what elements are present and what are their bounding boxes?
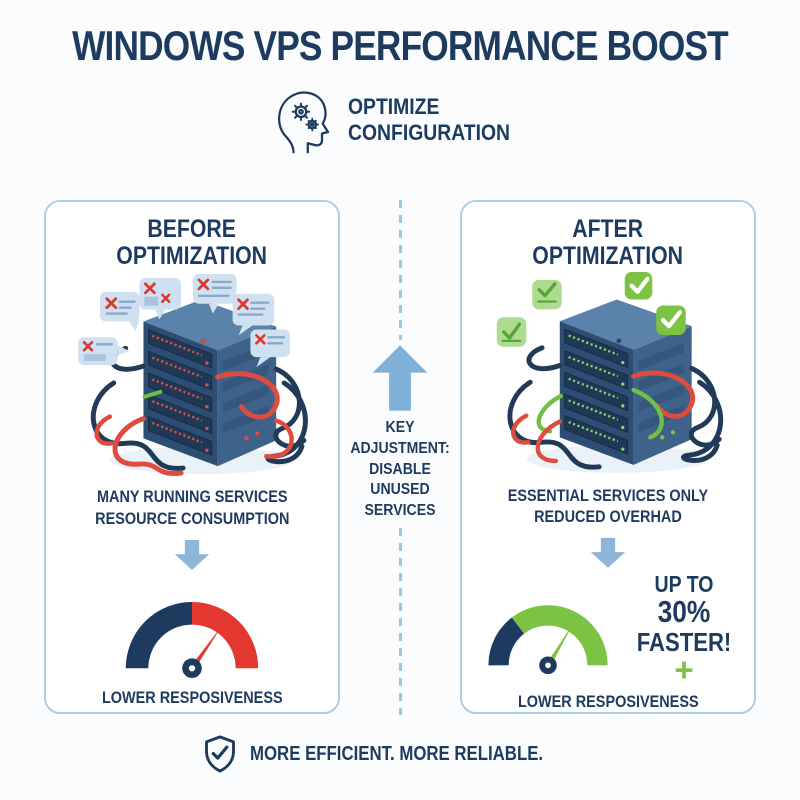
down-arrow-icon [174,539,210,570]
plus-icon: + [674,650,694,688]
before-panel: BEFORE OPTIMIZATION [44,200,340,714]
before-heading: BEFORE OPTIMIZATION [116,215,268,270]
boost-callout: UP TO 30% FASTER! + [625,570,743,688]
gauge-boost-row: UP TO 30% FASTER! + [473,570,743,688]
error-bubble [139,277,182,320]
subtitle-block: OPTIMIZE CONFIGURATION [0,84,800,156]
subtitle-label: OPTIMIZE CONFIGURATION [347,94,510,145]
footer-tagline: MORE EFFICIENT. MORE RELIABLE. [249,742,543,765]
error-bubbles [78,273,291,368]
boost-up-to: UP TO [654,570,714,597]
after-panel: AFTER OPTIMIZATION [460,200,756,714]
cables-behind [507,379,724,470]
check-badge [624,272,653,300]
key-adjustment-block: KEY ADJUSTMENT: DISABLE UNUSED SERVICES [340,200,460,715]
server-units [564,328,629,455]
error-bubble [78,337,130,366]
page-title: WINDOWS VPS PERFORMANCE BOOST [72,22,729,69]
server-tower [559,299,692,465]
key-adjustment-label: KEY ADJUSTMENT: DISABLE UNUSED SERVICES [350,419,450,520]
cables-front [526,345,722,464]
boost-faster: FASTER! [636,626,732,657]
cluttered-server-illustration [78,273,308,476]
before-description: MANY RUNNING SERVICES RESOURCE CONSUMPTI… [94,487,290,528]
down-arrow-icon [590,538,626,569]
check-badge [496,317,527,347]
boost-percent: 30% [657,594,711,630]
after-description: ESSENTIAL SERVICES ONLY REDUCED OVERHAD [507,485,709,527]
error-bubble [99,291,140,332]
cables-front [110,345,307,476]
high-load-gauge [125,601,259,678]
divider-dashed-line-top [398,200,402,340]
server-units [148,328,213,456]
check-badge [532,279,562,310]
after-result: LOWER RESPOSIVENESS [517,692,699,711]
before-result: LOWER RESPOSIVENESS [101,687,283,707]
divider-dashed-line-bottom [398,527,402,715]
brain-gears-icon [278,91,330,154]
shield-check-icon [204,735,235,773]
optimized-server-illustration [496,272,724,473]
server-tower [143,299,277,467]
footer: MORE EFFICIENT. MORE RELIABLE. [0,734,800,774]
after-heading: AFTER OPTIMIZATION [532,215,684,270]
optimized-load-gauge [488,605,608,675]
check-badges [496,272,686,347]
error-bubble [192,273,237,314]
up-arrow-icon [372,345,428,411]
error-bubble [250,329,291,368]
check-badge [656,305,686,335]
